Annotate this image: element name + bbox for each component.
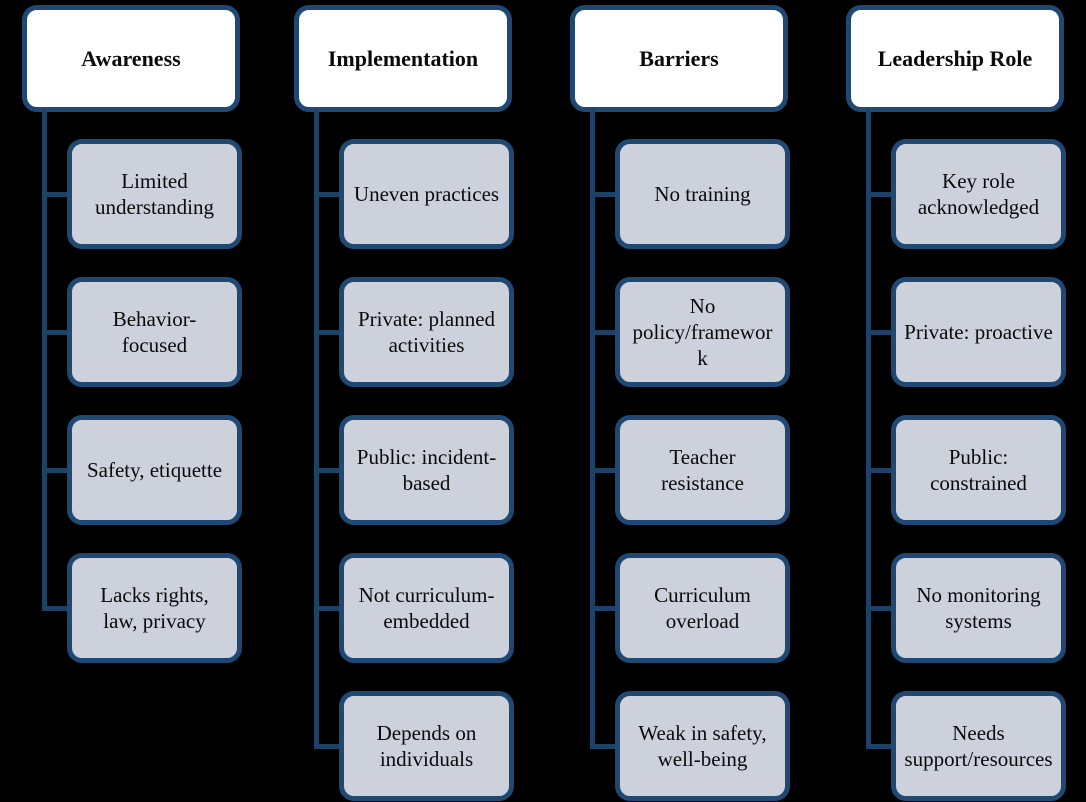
connector-elbow-line xyxy=(314,743,341,749)
item-label: Not curriculum- embedded xyxy=(358,583,495,633)
category-title: Implementation xyxy=(327,46,479,71)
connector-elbow-line xyxy=(42,191,69,197)
connector-vertical-line xyxy=(42,110,47,611)
connector-elbow-line xyxy=(866,329,893,335)
item-label: Limited understanding xyxy=(95,169,214,219)
connector-elbow-line xyxy=(314,329,341,335)
item-label: Weak in safety, well-being xyxy=(638,721,767,771)
item-box[interactable]: Lacks rights, law, privacy xyxy=(67,553,242,663)
item-box[interactable]: Needs support/resources xyxy=(891,691,1066,801)
category-title: Leadership Role xyxy=(877,46,1033,71)
item-box[interactable]: No policy/framewor k xyxy=(615,277,790,387)
connector-elbow-line xyxy=(314,605,341,611)
item-label: Depends on individuals xyxy=(376,721,477,771)
item-label: Safety, etiquette xyxy=(86,458,223,482)
item-box[interactable]: Not curriculum- embedded xyxy=(339,553,514,663)
connector-elbow-line xyxy=(866,467,893,473)
connector-elbow-line xyxy=(866,743,893,749)
item-box[interactable]: No training xyxy=(615,139,790,249)
connector-elbow-line xyxy=(314,191,341,197)
connector-vertical-line xyxy=(866,110,871,749)
connector-elbow-line xyxy=(42,467,69,473)
category-header-box[interactable]: Implementation xyxy=(294,5,512,112)
connector-elbow-line xyxy=(42,329,69,335)
item-label: No policy/framewor k xyxy=(632,294,773,370)
connector-elbow-line xyxy=(590,467,617,473)
item-box[interactable]: Teacher resistance xyxy=(615,415,790,525)
item-box[interactable]: Uneven practices xyxy=(339,139,514,249)
connector-elbow-line xyxy=(42,605,69,611)
connector-elbow-line xyxy=(590,329,617,335)
connector-vertical-line xyxy=(314,110,319,749)
item-box[interactable]: Behavior- focused xyxy=(67,277,242,387)
item-label: Private: proactive xyxy=(904,320,1053,344)
item-label: Private: planned activities xyxy=(357,307,496,357)
connector-vertical-line xyxy=(590,110,595,749)
item-box[interactable]: Safety, etiquette xyxy=(67,415,242,525)
item-label: No monitoring systems xyxy=(916,583,1041,633)
connector-elbow-line xyxy=(314,467,341,473)
item-box[interactable]: Depends on individuals xyxy=(339,691,514,801)
item-box[interactable]: No monitoring systems xyxy=(891,553,1066,663)
category-header-box[interactable]: Leadership Role xyxy=(846,5,1064,112)
item-box[interactable]: Public: constrained xyxy=(891,415,1066,525)
connector-elbow-line xyxy=(590,605,617,611)
item-label: Behavior- focused xyxy=(112,307,197,357)
item-box[interactable]: Limited understanding xyxy=(67,139,242,249)
item-box[interactable]: Curriculum overload xyxy=(615,553,790,663)
connector-elbow-line xyxy=(866,605,893,611)
item-box[interactable]: Key role acknowledged xyxy=(891,139,1066,249)
item-box[interactable]: Public: incident- based xyxy=(339,415,514,525)
item-label: Key role acknowledged xyxy=(917,169,1040,219)
item-box[interactable]: Private: proactive xyxy=(891,277,1066,387)
item-label: Teacher resistance xyxy=(661,445,744,495)
item-label: No training xyxy=(654,182,751,206)
connector-elbow-line xyxy=(866,191,893,197)
item-box[interactable]: Private: planned activities xyxy=(339,277,514,387)
category-header-box[interactable]: Barriers xyxy=(570,5,788,112)
category-title: Barriers xyxy=(639,46,719,71)
connector-elbow-line xyxy=(590,191,617,197)
category-title: Awareness xyxy=(81,46,181,71)
item-label: Lacks rights, law, privacy xyxy=(100,583,209,633)
item-label: Curriculum overload xyxy=(654,583,751,633)
category-header-box[interactable]: Awareness xyxy=(22,5,240,112)
category-column: Barriers No training No policy/framewor k T… xyxy=(570,5,792,802)
item-label: Public: constrained xyxy=(930,445,1027,495)
item-box[interactable]: Weak in safety, well-being xyxy=(615,691,790,801)
connector-elbow-line xyxy=(590,743,617,749)
item-label: Uneven practices xyxy=(353,182,500,206)
item-label: Public: incident- based xyxy=(356,445,497,495)
item-label: Needs support/resources xyxy=(904,721,1053,771)
